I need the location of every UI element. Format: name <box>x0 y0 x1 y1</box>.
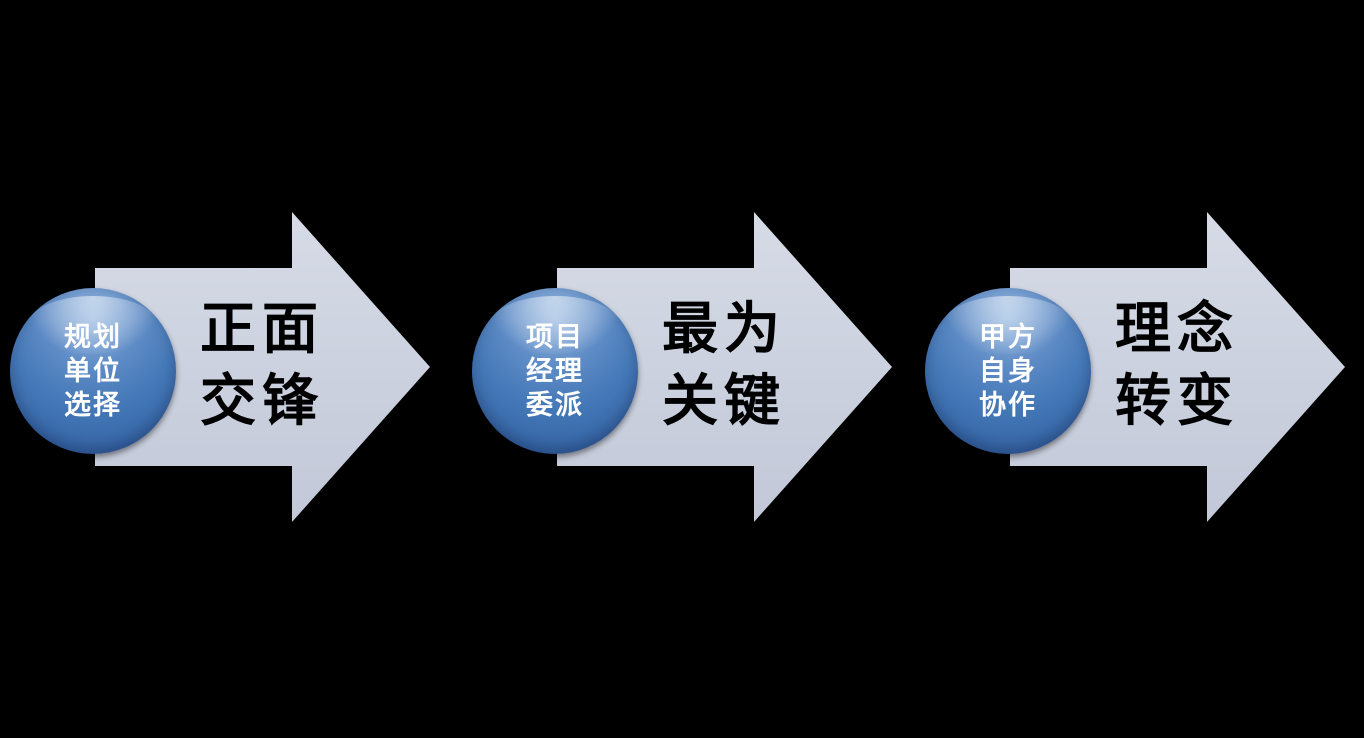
step-label-line: 关键 <box>662 371 786 433</box>
step-label: 最为 关键 <box>640 294 808 438</box>
badge-text-line: 委派 <box>526 390 584 420</box>
process-step-2: 项目 经理 委派 最为 关键 <box>472 212 892 522</box>
badge-text-line: 甲方 <box>979 322 1037 352</box>
step-label-line: 转变 <box>1115 371 1239 433</box>
step-label: 正面 交锋 <box>178 294 346 438</box>
right-arrow-shape <box>95 212 430 522</box>
step-badge: 规划 单位 选择 <box>10 288 176 454</box>
step-label-line: 最为 <box>662 299 786 361</box>
badge-text-line: 规划 <box>64 322 122 352</box>
right-arrow-shape <box>557 212 892 522</box>
badge-text-line: 项目 <box>526 322 584 352</box>
badge-text-line: 协作 <box>979 390 1037 420</box>
step-label-line: 交锋 <box>200 371 324 433</box>
right-arrow-shape <box>1010 212 1345 522</box>
badge-text-line: 单位 <box>64 356 122 386</box>
step-badge: 甲方 自身 协作 <box>925 288 1091 454</box>
step-badge: 项目 经理 委派 <box>472 288 638 454</box>
step-label-line: 正面 <box>200 299 324 361</box>
process-step-1: 规划 单位 选择 正面 交锋 <box>10 212 430 522</box>
badge-text-line: 经理 <box>526 356 584 386</box>
step-label: 理念 转变 <box>1093 294 1261 438</box>
badge-text-line: 选择 <box>64 390 122 420</box>
step-label-line: 理念 <box>1115 299 1239 361</box>
process-step-3: 甲方 自身 协作 理念 转变 <box>925 212 1345 522</box>
badge-text-line: 自身 <box>979 356 1037 386</box>
